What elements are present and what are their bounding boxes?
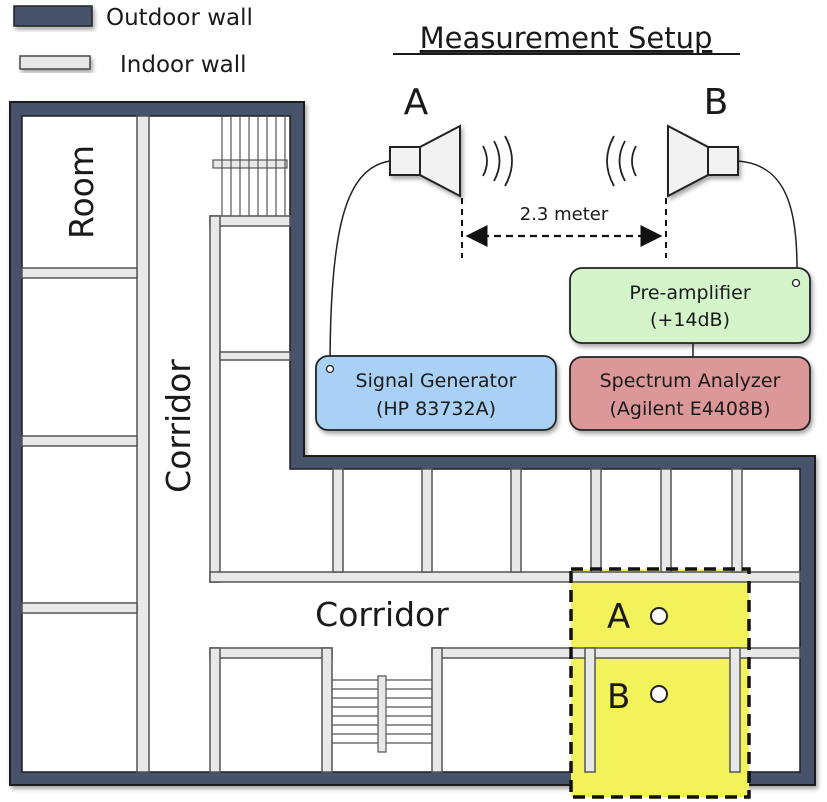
signal-generator-box: Signal Generator (HP 83732A) — [315, 355, 557, 431]
cable-generator-to-a — [329, 160, 391, 369]
spectrum-analyzer-name: Spectrum Analyzer — [600, 370, 781, 392]
point-b-label: B — [607, 677, 630, 717]
indoor-wall-label: Indoor wall — [120, 52, 247, 78]
antenna-b-label: B — [704, 82, 729, 123]
corridor-horizontal-label: Corridor — [315, 595, 449, 634]
preamplifier-box: Pre-amplifier (+14dB) — [569, 267, 811, 344]
horn-antenna-b — [667, 124, 739, 198]
signal-generator-model: (HP 83732A) — [376, 398, 496, 420]
distance-label: 2.3 meter — [520, 204, 609, 225]
point-a-marker — [650, 607, 668, 625]
outdoor-wall-swatch — [13, 5, 93, 27]
corridor-vertical-label: Corridor — [159, 359, 198, 493]
signal-generator-name: Signal Generator — [356, 370, 517, 392]
horn-antenna-a — [389, 124, 461, 198]
preamplifier-gain: (+14dB) — [650, 309, 730, 331]
spectrum-analyzer-model: (Agilent E4408B) — [609, 398, 770, 420]
measurement-setup: Measurement Setup A B — [315, 21, 811, 431]
point-a-label: A — [607, 597, 630, 637]
preamplifier-name: Pre-amplifier — [629, 282, 750, 304]
antenna-a-label: A — [404, 82, 429, 123]
indoor-wall-swatch — [19, 55, 91, 70]
radio-waves-b — [606, 135, 637, 187]
setup-title: Measurement Setup — [420, 21, 713, 55]
point-b-marker — [650, 685, 668, 703]
staircase-top — [212, 116, 288, 216]
room-label: Room — [62, 145, 101, 239]
measurement-area-highlight — [571, 569, 749, 797]
spectrum-analyzer-box: Spectrum Analyzer (Agilent E4408B) — [569, 356, 811, 431]
radio-waves-a — [482, 135, 513, 187]
distance-dimension — [461, 198, 667, 258]
floor-plan: Room Corridor Corridor A B — [9, 101, 816, 799]
indoor-walls — [21, 115, 801, 773]
measurement-area-outline — [569, 567, 751, 799]
legend: Outdoor wall Indoor wall — [13, 5, 253, 78]
cable-b-to-preamp — [737, 160, 798, 283]
staircase-bottom — [332, 675, 432, 753]
outdoor-wall-label: Outdoor wall — [106, 5, 253, 31]
